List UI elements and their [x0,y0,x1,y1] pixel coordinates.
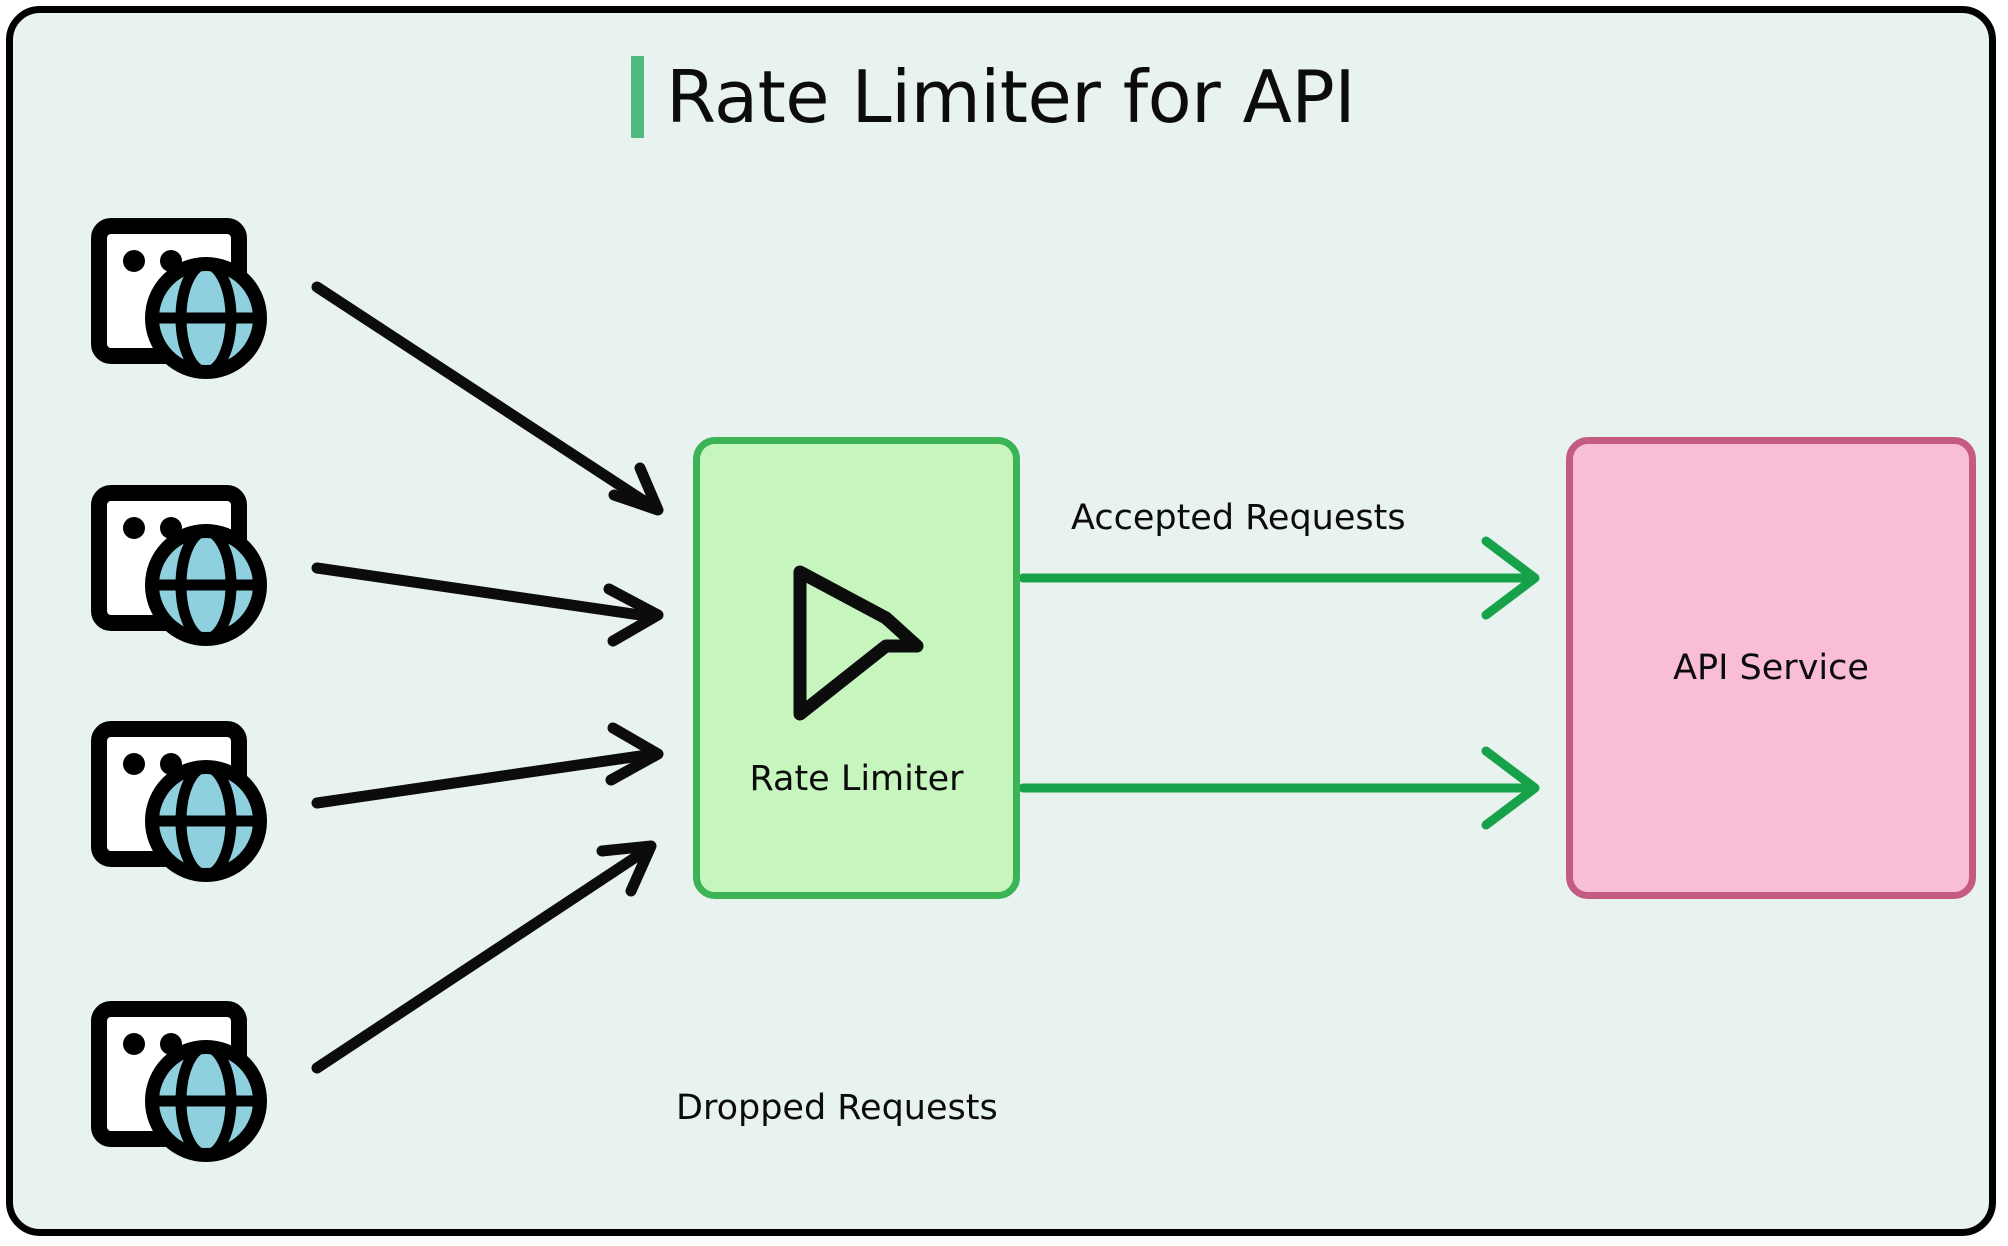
page-title-text: Rate Limiter for API [666,55,1356,139]
node-api-service-label: API Service [1673,647,1869,688]
arrowhead [608,462,664,516]
edge-accepted-requests-bottom [1018,746,1540,830]
arrowhead [603,583,664,647]
client-icon-4[interactable] [91,1001,281,1166]
edge-client-3-to-rate-limiter [311,722,664,809]
edge-accepted-requests-top [1018,536,1540,620]
edge-client-1-to-rate-limiter [311,281,664,516]
funnel-icon [782,558,932,728]
client-icon-3[interactable] [91,721,281,886]
client-icon-1[interactable] [91,218,281,383]
edge-label-dropped-requests: Dropped Requests [676,1088,998,1128]
browser-globe-icon [91,1001,267,1162]
diagram-board: Rate Limiter for API [6,6,1996,1236]
browser-globe-icon [91,218,267,379]
page-title: Rate Limiter for API [631,51,1356,143]
edge-client-2-to-rate-limiter [311,562,664,647]
arrowhead [596,840,657,897]
arrowhead [605,722,664,786]
title-accent-bar [631,56,644,138]
arrowhead [1481,746,1540,830]
arrowhead [1481,536,1540,620]
edge-client-4-to-rate-limiter [311,840,657,1074]
node-rate-limiter[interactable]: Rate Limiter [693,437,1020,899]
node-rate-limiter-label: Rate Limiter [749,758,964,799]
browser-globe-icon [91,485,267,646]
client-icon-2[interactable] [91,485,281,650]
edge-label-accepted-requests: Accepted Requests [1071,498,1406,538]
node-api-service[interactable]: API Service [1566,437,1976,899]
browser-globe-icon [91,721,267,882]
